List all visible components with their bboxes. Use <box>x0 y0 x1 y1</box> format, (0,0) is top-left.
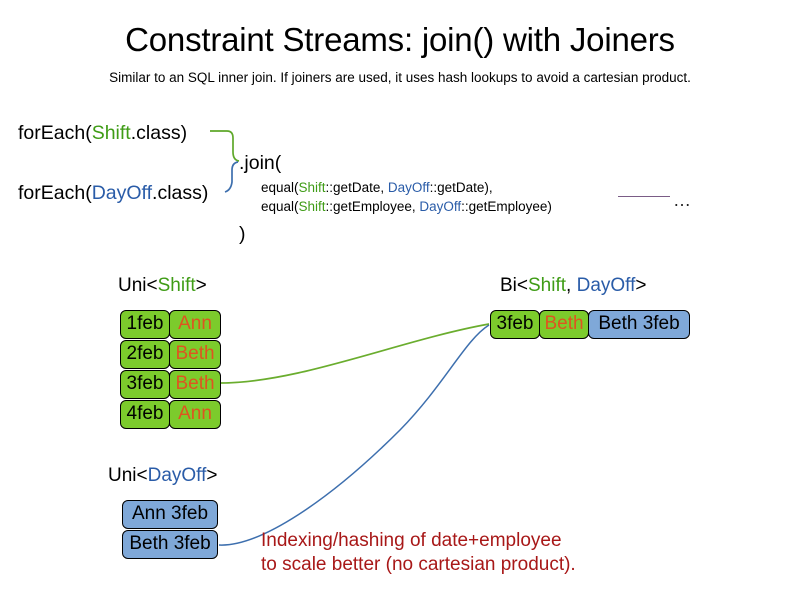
arg1-right-type: DayOff <box>387 180 430 195</box>
arg2-prefix: equal( <box>261 199 299 214</box>
page-title: Constraint Streams: join() with Joiners <box>125 21 675 58</box>
table-row[interactable]: Beth <box>169 370 221 399</box>
arg2-right-type: DayOff <box>419 199 462 214</box>
bi-cell-dayoff[interactable]: Beth 3feb <box>588 310 690 339</box>
uni-dayoff-heading-prefix: Uni< <box>108 465 148 486</box>
explanation-caption: Indexing/hashing of date+employee to sca… <box>261 529 576 577</box>
caption-line-1: Indexing/hashing of date+employee <box>261 530 562 551</box>
code-foreach-shift-suffix: .class) <box>130 122 188 144</box>
code-foreach-shift-prefix: forEach( <box>18 122 92 144</box>
uni-shift-heading-type: Shift <box>157 275 196 296</box>
uni-dayoff-heading: Uni<DayOff> <box>108 464 218 488</box>
code-joiner-arg-1: equal(Shift::getDate, DayOff::getDate), <box>261 179 493 197</box>
table-row[interactable]: 4feb <box>120 400 170 429</box>
connector-dayoff-to-join <box>224 161 239 193</box>
caption-line-2: to scale better (no cartesian product). <box>261 554 576 575</box>
table-row[interactable]: Beth <box>169 340 221 369</box>
uni-shift-heading: Uni<Shift> <box>118 274 207 298</box>
table-row[interactable]: Ann <box>169 310 221 339</box>
code-join-open: .join( <box>239 152 282 174</box>
bi-heading-suffix: > <box>635 275 647 296</box>
code-type-shift: Shift <box>91 122 131 144</box>
code-join-close: ) <box>239 223 246 245</box>
code-foreach-shift: forEach(Shift.class) <box>18 121 187 145</box>
code-foreach-dayoff: forEach(DayOff.class) <box>18 181 208 205</box>
code-type-dayoff: DayOff <box>91 182 153 204</box>
page-subtitle: Similar to an SQL inner join. If joiners… <box>109 70 691 85</box>
bi-heading-separator: , <box>566 275 577 296</box>
list-item[interactable]: Ann 3feb <box>122 500 218 529</box>
list-item[interactable]: Beth 3feb <box>122 530 218 559</box>
arg2-left-type: Shift <box>298 199 326 214</box>
bi-heading-prefix: Bi< <box>500 275 528 296</box>
connector-dayoff-row-to-bi <box>218 324 490 546</box>
bi-heading-type-a: Shift <box>528 275 567 296</box>
code-joiner-arg-2: equal(Shift::getEmployee, DayOff::getEmp… <box>261 198 552 216</box>
table-row[interactable]: Ann <box>169 400 221 429</box>
arg2-right-ref: ::getEmployee) <box>461 199 552 214</box>
arg1-right-ref: ::getDate), <box>429 180 493 195</box>
uni-dayoff-heading-type: DayOff <box>147 465 207 486</box>
ellipsis-icon: … <box>673 190 692 210</box>
code-foreach-dayoff-prefix: forEach( <box>18 182 92 204</box>
bi-cell-shift-employee[interactable]: Beth <box>539 310 589 339</box>
bi-heading: Bi<Shift, DayOff> <box>500 274 646 298</box>
arg1-left-type: Shift <box>298 180 326 195</box>
table-row[interactable]: 2feb <box>120 340 170 369</box>
arg1-prefix: equal( <box>261 180 299 195</box>
uni-dayoff-heading-suffix: > <box>206 465 218 486</box>
bi-cell-shift-date[interactable]: 3feb <box>490 310 540 339</box>
connector-shift-to-join <box>210 130 240 162</box>
table-row[interactable]: 1feb <box>120 310 170 339</box>
connector-shift-row-to-bi <box>219 323 490 384</box>
arg2-left-ref: ::getEmployee, <box>325 199 420 214</box>
uni-shift-heading-suffix: > <box>195 275 207 296</box>
accent-underline <box>618 196 670 197</box>
bi-heading-type-b: DayOff <box>576 275 636 296</box>
arg1-left-ref: ::getDate, <box>325 180 388 195</box>
uni-shift-heading-prefix: Uni< <box>118 275 158 296</box>
table-row[interactable]: 3feb <box>120 370 170 399</box>
code-foreach-dayoff-suffix: .class) <box>152 182 209 204</box>
